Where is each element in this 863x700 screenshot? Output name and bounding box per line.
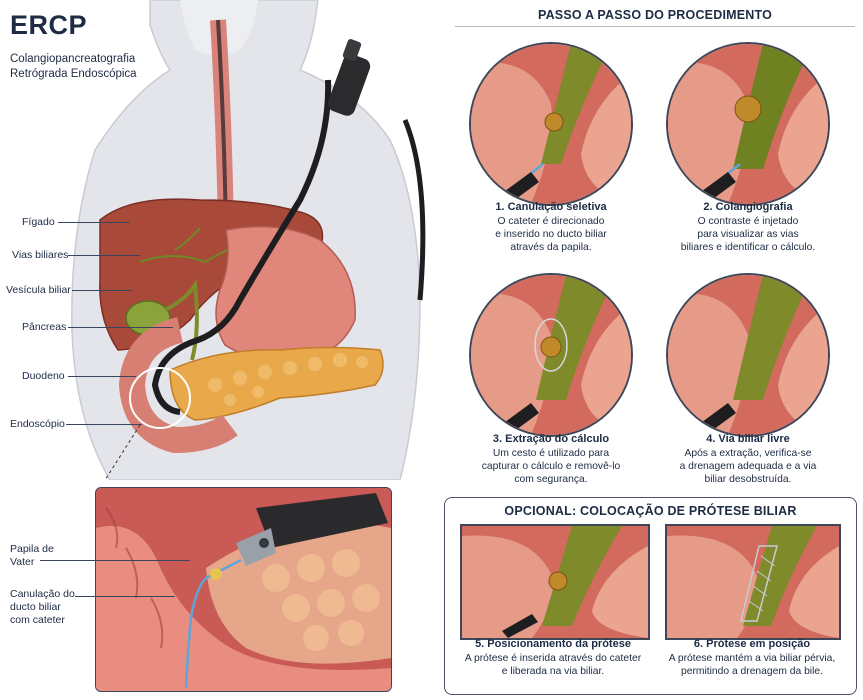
label-cannulation-2: ducto biliar (10, 601, 61, 613)
step-1-line2: e inserido no ducto biliar (495, 229, 607, 240)
step-5-title: 5. Posicionamento da prótese (475, 638, 631, 650)
label-papilla-2: Vater (10, 556, 35, 568)
step-3-line1: Um cesto é utilizado para (492, 448, 610, 459)
duodenum-shape (118, 317, 238, 454)
pancreas-shape (169, 346, 384, 421)
subtitle-line2: Retrógrada Endoscópica (10, 68, 137, 80)
step-5-line1: A prótese é inserida através do cateter (464, 653, 642, 664)
step-2-image (668, 44, 828, 204)
step-1-image (471, 44, 631, 204)
step-5-image (460, 524, 650, 640)
step-2-caption: 2. Colangiografia O contraste é injetado… (648, 201, 848, 254)
step-5-line2: e liberada na via biliar. (501, 666, 605, 677)
step-4-line1: Após a extração, verifica-se (684, 448, 812, 459)
page-title: ERCP (10, 10, 88, 40)
step-2-line3: biliares e identificar o cálculo. (680, 242, 816, 253)
endoscope-cable (402, 119, 426, 301)
step-4-line2: a drenagem adequada e a via (679, 461, 817, 472)
step-2-line1: O contraste é injetado (697, 216, 799, 227)
optional-heading: OPCIONAL: COLOCAÇÃO DE PRÓTESE BILIAR (504, 504, 797, 518)
step-1-caption: 1. Canulação seletiva O cateter é direci… (451, 201, 651, 254)
step-4-title: 4. Via biliar livre (706, 433, 790, 445)
zoom-circle (129, 367, 191, 429)
subtitle-line1: Colangiopancreatografia (10, 53, 136, 65)
step-4-image (668, 275, 828, 435)
label-papilla-1: Papila de (10, 543, 54, 555)
label-duodenum: Duodeno (22, 370, 65, 382)
step-2-title: 2. Colangiografia (703, 201, 793, 213)
steps-heading: PASSO A PASSO DO PROCEDIMENTO (537, 8, 773, 22)
step-6-caption: 6. Prótese em posição A prótese mantém a… (652, 638, 852, 678)
label-cannulation-3: com cateter (10, 614, 65, 626)
endoscope-shape (151, 79, 332, 415)
step-1-title: 1. Canulação seletiva (495, 201, 607, 213)
label-gallbladder: Vesícula biliar (6, 284, 71, 296)
label-bile-ducts: Vias biliares (12, 249, 69, 261)
optional-panel (444, 497, 857, 695)
step-6-title: 6. Prótese em posição (693, 638, 811, 650)
step-3-line2: capturar o cálculo e removê-lo (481, 461, 621, 472)
step-6-line1: A prótese mantém a via biliar pérvia, (668, 653, 836, 664)
step-6-image (665, 524, 841, 640)
step-3-line3: com segurança. (514, 474, 588, 485)
step-3-caption: 3. Extração do cálculo Um cesto é utiliz… (441, 433, 661, 486)
step-3-image (471, 275, 631, 435)
label-endoscope: Endoscópio (10, 418, 65, 430)
step-1-line3: através da papila. (510, 242, 592, 253)
zoom-inset-panel (95, 487, 392, 692)
step-6-line2: permitindo a drenagem da bile. (681, 666, 823, 677)
step-4-caption: 4. Via biliar livre Após a extração, ver… (643, 433, 853, 486)
anatomy-illustration (71, 0, 426, 480)
step-2-line2: para visualizar as vias (697, 229, 799, 240)
label-cannulation-1: Canulação do (10, 588, 75, 600)
label-pancreas: Pâncreas (22, 321, 67, 333)
endoscope-handle (327, 54, 371, 116)
step-4-line3: biliar desobstruída. (704, 474, 792, 485)
step-3-title: 3. Extração do cálculo (492, 433, 610, 445)
step-5-caption: 5. Posicionamento da prótese A prótese é… (446, 638, 660, 678)
step-1-line1: O cateter é direcionado (497, 216, 605, 227)
label-liver: Fígado (22, 216, 55, 228)
